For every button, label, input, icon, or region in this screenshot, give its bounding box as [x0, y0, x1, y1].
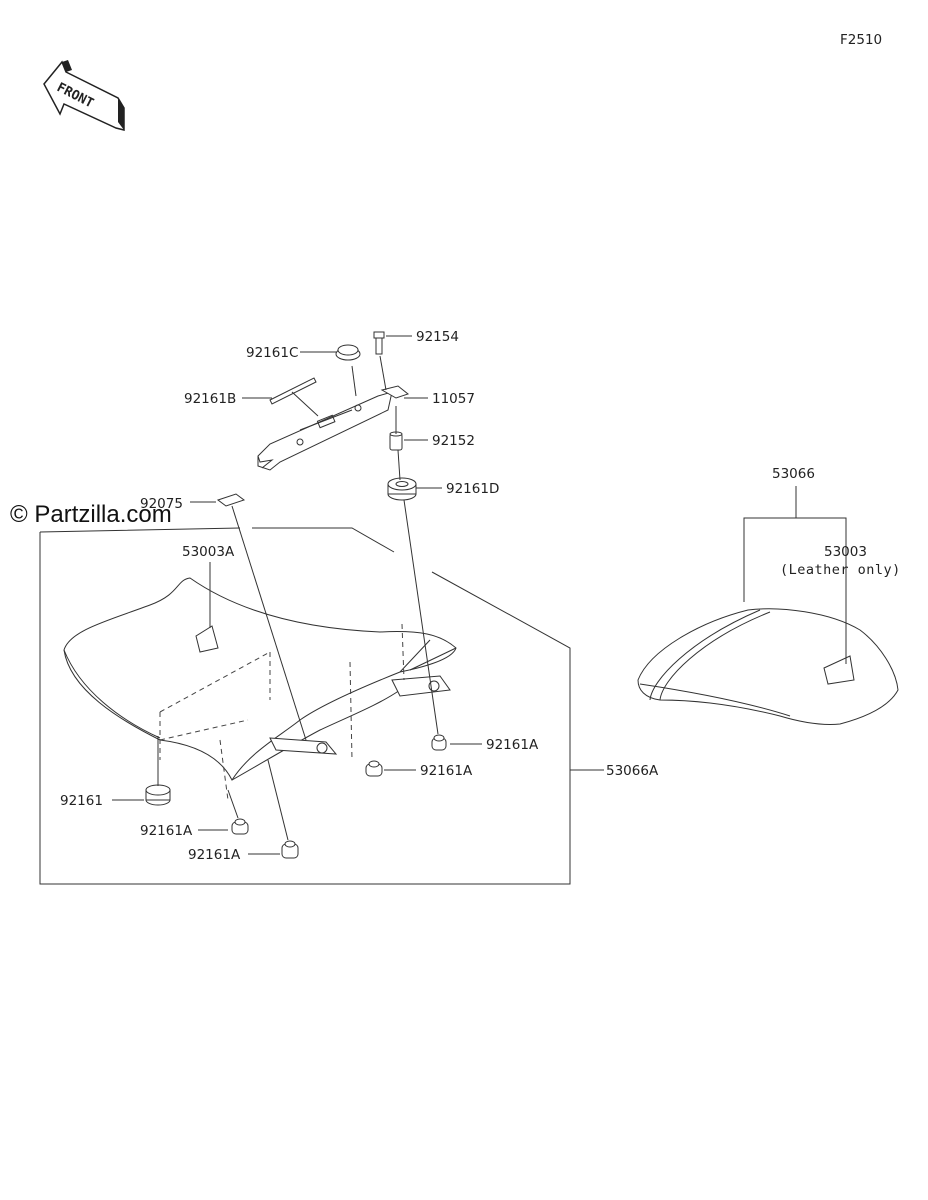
front-arrow-icon: FRONT	[43, 60, 125, 131]
seat-53066a	[63, 577, 457, 801]
label-11057: 11057	[432, 391, 475, 407]
seat-53066a-frame	[39, 527, 571, 885]
bracket-11057	[257, 385, 410, 471]
label-53003A: 53003A	[182, 544, 235, 560]
label-92161C: 92161C	[246, 345, 298, 361]
leader-lines	[112, 335, 604, 855]
watermark-text: © Partzilla.com	[10, 501, 172, 528]
label-92152: 92152	[432, 433, 475, 449]
grommet-92161D	[387, 477, 417, 501]
label-92161A-1: 92161A	[486, 737, 539, 753]
cushion-92161a-1	[431, 734, 447, 751]
cushion-92161a-3	[231, 818, 249, 835]
label-92161D: 92161D	[446, 481, 499, 497]
bolt-92154	[373, 331, 385, 355]
collar-92152	[389, 431, 403, 451]
label-92154: 92154	[416, 329, 459, 345]
label-92161B: 92161B	[184, 391, 236, 407]
label-53066: 53066	[772, 466, 815, 482]
label-53003: 53003	[824, 544, 867, 560]
label-92161A-2: 92161A	[420, 763, 473, 779]
label-53066A: 53066A	[606, 763, 659, 779]
label-53003-note: (Leather only)	[780, 562, 901, 578]
cushion-92161a-4	[281, 840, 299, 859]
cushion-92161a-2	[365, 760, 383, 777]
pad-92075	[216, 493, 246, 507]
label-92161: 92161	[60, 793, 103, 809]
rod-92161B	[269, 377, 317, 405]
label-92075: 92075	[140, 496, 183, 512]
cushion-92161	[145, 784, 171, 806]
label-92161A-3: 92161A	[140, 823, 193, 839]
grommet-92161C	[335, 344, 361, 361]
label-92161A-4: 92161A	[188, 847, 241, 863]
seat-53066	[637, 608, 899, 725]
figure-code: F2510	[840, 32, 882, 48]
seat-53066-bracket-lines	[743, 486, 847, 664]
